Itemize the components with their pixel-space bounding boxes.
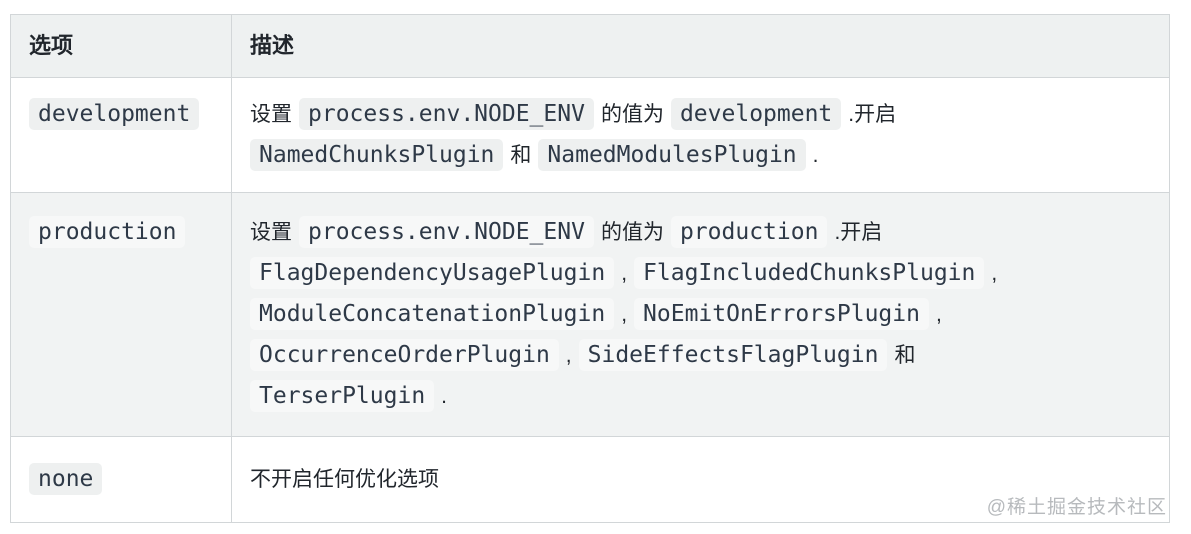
description-line: TerserPlugin. (250, 376, 1151, 417)
code-chip: FlagIncludedChunksPlugin (634, 257, 985, 289)
code-chip: TerserPlugin (250, 380, 435, 412)
description-line: 不开启任何优化选项 (250, 459, 1151, 500)
code-chip: ModuleConcatenationPlugin (250, 298, 615, 330)
description-text: .开启 (834, 221, 883, 244)
options-table-body: development 设置 process.env.NODE_ENV 的值为 deve… (10, 77, 1170, 523)
description-text: , (935, 303, 942, 326)
column-header-option: 选项 (10, 14, 232, 78)
code-chip: process.env.NODE_ENV (299, 98, 594, 130)
description-text: 的值为 (600, 221, 664, 244)
code-chip: OccurrenceOrderPlugin (250, 339, 559, 371)
code-chip: production (670, 216, 828, 248)
description-cell: 不开启任何优化选项 (231, 436, 1170, 523)
description-text: 的值为 (600, 103, 664, 126)
option-cell: none (10, 436, 232, 523)
description-text: , (565, 344, 572, 367)
header-row: 选项 描述 (10, 14, 1170, 78)
description-text: . (441, 385, 448, 408)
description-text: , (991, 262, 998, 285)
table-row: development 设置 process.env.NODE_ENV 的值为 deve… (10, 77, 1170, 193)
description-line: NamedChunksPlugin 和 NamedModulesPlugin. (250, 135, 1151, 176)
description-line: FlagDependencyUsagePlugin, FlagIncludedCh… (250, 253, 1151, 294)
options-table: 选项 描述 development 设置 process.env.NODE_ENV 的… (10, 14, 1170, 523)
description-text: , (621, 303, 628, 326)
option-code-chip: development (29, 98, 200, 130)
description-text: , (621, 262, 628, 285)
description-text: 不开启任何优化选项 (250, 468, 439, 491)
description-line: OccurrenceOrderPlugin, SideEffectsFlagPlu… (250, 335, 1151, 376)
description-line: ModuleConcatenationPlugin, NoEmitOnErrors… (250, 294, 1151, 335)
option-code-chip: none (29, 463, 103, 495)
option-cell: production (10, 192, 232, 437)
code-chip: process.env.NODE_ENV (299, 216, 594, 248)
code-chip: SideEffectsFlagPlugin (578, 339, 888, 371)
description-line: 设置 process.env.NODE_ENV 的值为 development .开启 (250, 94, 1151, 135)
option-code-chip: production (29, 216, 186, 248)
description-line: 设置 process.env.NODE_ENV 的值为 production .开启 (250, 212, 1151, 253)
code-chip: NamedModulesPlugin (538, 139, 806, 171)
description-text: 设置 (250, 103, 292, 126)
code-chip: NamedChunksPlugin (250, 139, 504, 171)
description-cell: 设置 process.env.NODE_ENV 的值为 production .开启 Fl… (231, 192, 1170, 437)
column-header-description: 描述 (231, 14, 1170, 78)
description-text: 和 (894, 344, 916, 367)
description-text: 和 (510, 144, 532, 167)
description-text: . (812, 144, 819, 167)
option-cell: development (10, 77, 232, 193)
watermark: @稀土掘金技术社区 (986, 497, 1167, 518)
description-text: .开启 (848, 103, 897, 126)
table-row: production 设置 process.env.NODE_ENV 的值为 produ… (10, 192, 1170, 437)
code-chip: NoEmitOnErrorsPlugin (634, 298, 929, 330)
code-chip: FlagDependencyUsagePlugin (250, 257, 615, 289)
description-cell: 设置 process.env.NODE_ENV 的值为 development .开启 N… (231, 77, 1170, 193)
table-row: none 不开启任何优化选项 (10, 436, 1170, 523)
description-text: 设置 (250, 221, 292, 244)
code-chip: development (670, 98, 842, 130)
